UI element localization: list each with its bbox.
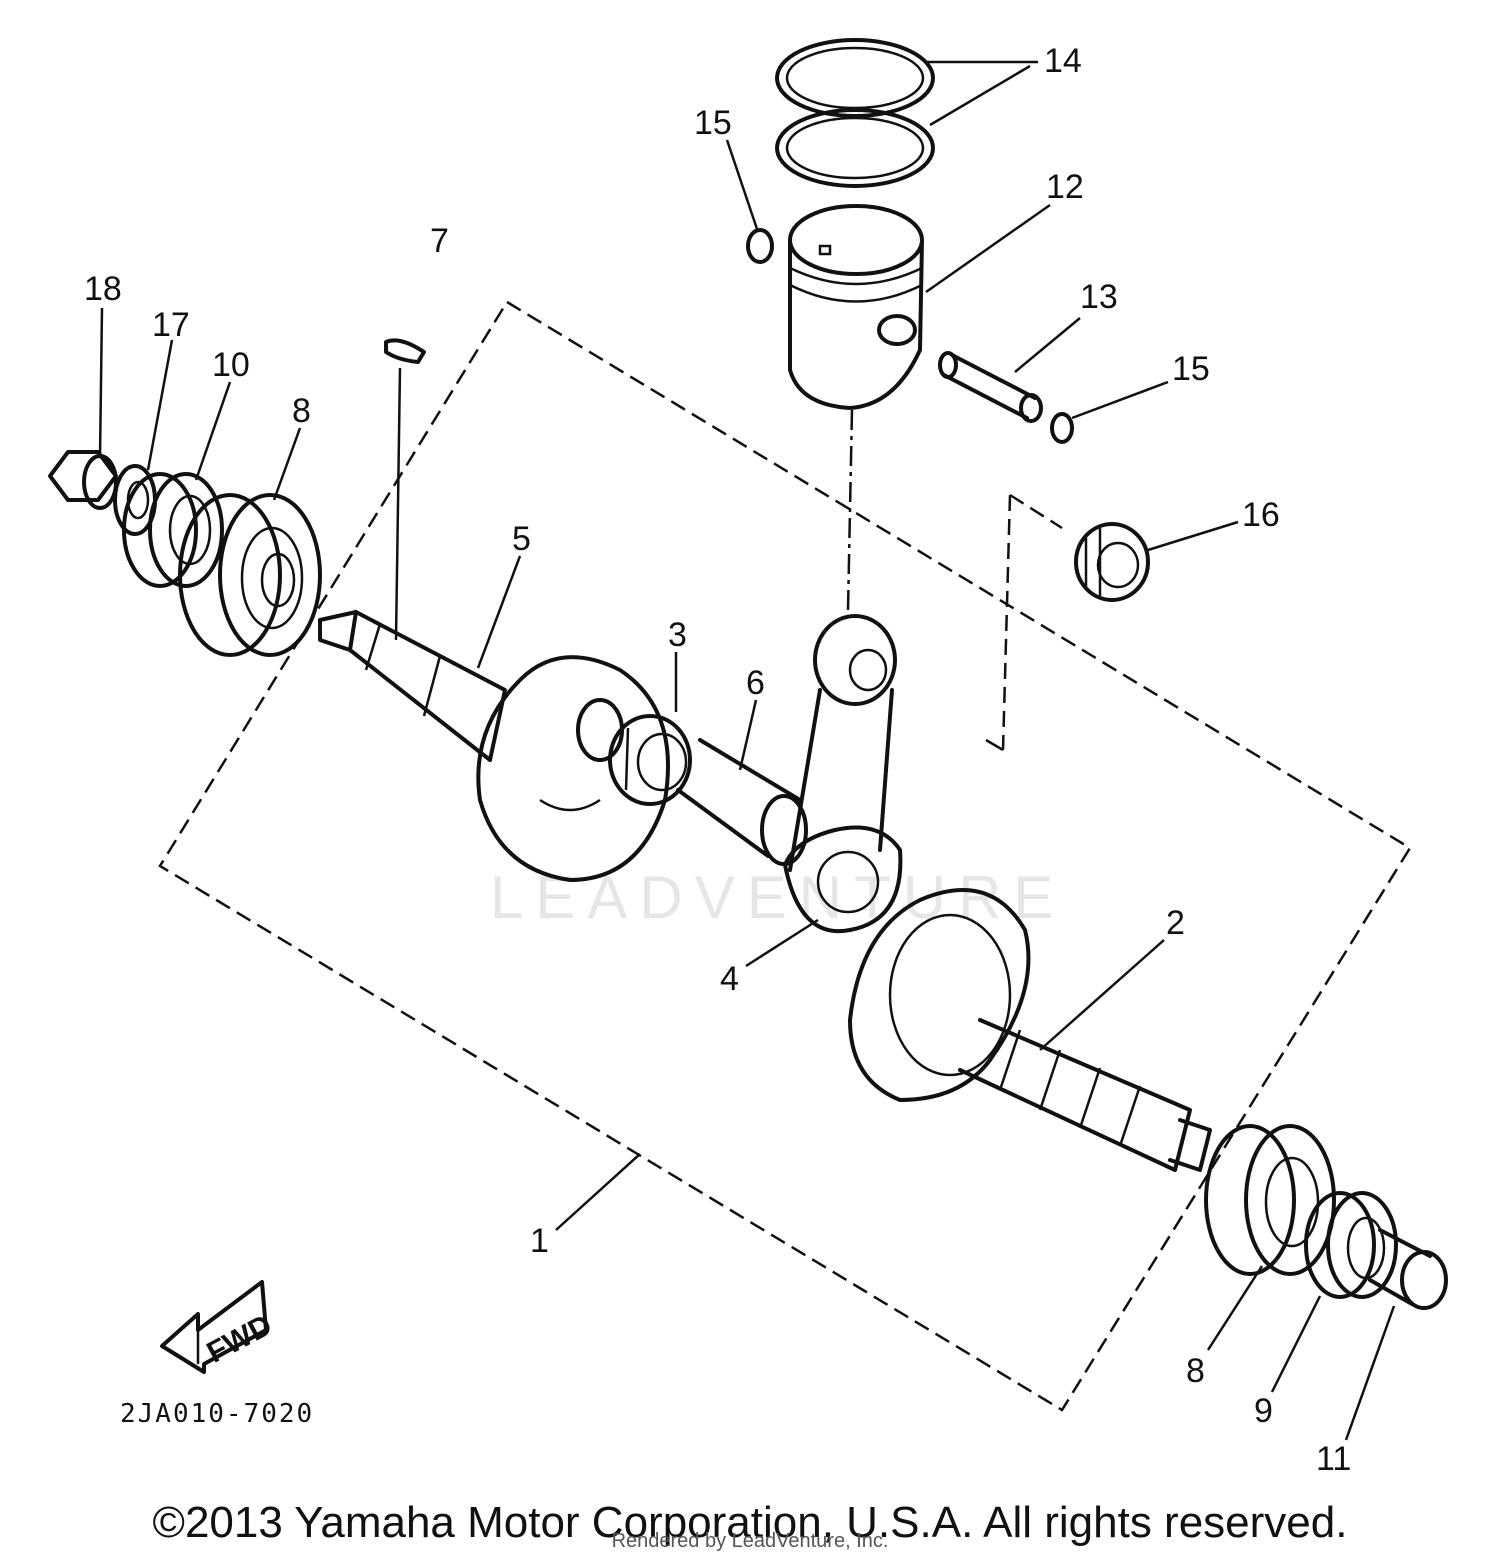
watermark: LEADVENTURE [490,864,1065,931]
fwd-arrow-icon: FWD [160,1280,277,1374]
callout-12: 12 [1046,168,1084,206]
callout-9: 9 [1254,1392,1273,1430]
callout-1: 1 [530,1222,549,1260]
callout-5: 5 [512,520,531,558]
callout-15-lower: 15 [1172,350,1210,388]
circlip-upper [746,228,774,264]
piston-axis [846,409,854,611]
diagram-code: 2JA010-7020 [120,1399,314,1429]
callout-16: 16 [1242,496,1280,534]
piston-rings [775,38,935,188]
callout-4: 4 [720,960,739,998]
rendered-by-notice: Rendered by LeadVenture, Inc. [611,1530,889,1552]
oil-seal [122,472,224,588]
connecting-rod [783,614,903,934]
big-end-bearing [608,714,692,806]
callout-15-upper: 15 [694,104,732,142]
callout-10: 10 [212,346,250,384]
callout-3: 3 [668,616,687,654]
small-end-bearing [1074,522,1150,602]
callout-18: 18 [84,270,122,308]
woodruff-key [384,338,426,364]
bearing-bracket-vertical [1001,494,1012,751]
callout-6: 6 [746,664,765,702]
callout-11: 11 [1316,1440,1351,1478]
copyright-notice: ©2013 Yamaha Motor Corporation, U.S.A. A… [152,1498,1348,1547]
callout-8-right: 8 [1186,1352,1205,1390]
callout-2: 2 [1166,904,1185,942]
assembly-boundary [158,300,1412,1412]
leader-lines [98,60,1396,1441]
crank-right [848,888,1212,1172]
piston-pin [938,351,1043,423]
oil-seal-right [1304,1191,1398,1299]
crank-left [318,610,670,882]
collar [1368,1228,1448,1310]
bearing-bracket [1009,493,1063,530]
circlip-lower [1050,412,1074,444]
callout-7: 7 [430,222,449,260]
nut [48,450,118,510]
callout-14: 14 [1044,42,1082,80]
callout-17: 17 [152,306,190,344]
bearing-left [178,493,322,657]
piston [788,204,924,410]
bearing-right [1204,1124,1336,1276]
callout-8-left: 8 [292,392,311,430]
callout-13: 13 [1080,278,1118,316]
